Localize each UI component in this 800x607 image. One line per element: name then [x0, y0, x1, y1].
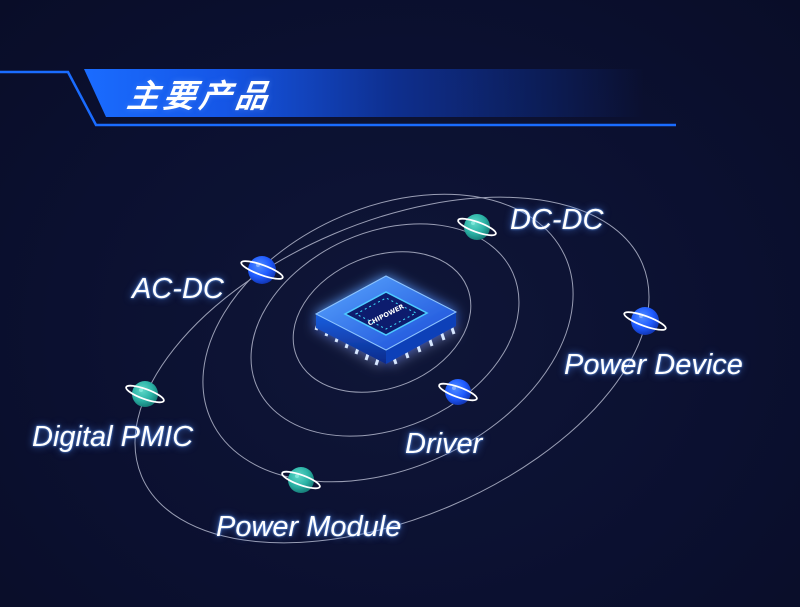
product-label-dc-dc: DC-DC — [510, 204, 604, 236]
product-label-digital-pmic: Digital PMIC — [32, 421, 194, 453]
header-frame-line — [0, 70, 676, 127]
product-label-driver: Driver — [405, 428, 483, 460]
planet-icon — [240, 256, 284, 284]
product-label-power-module: Power Module — [216, 511, 402, 543]
product-label-power-device: Power Device — [564, 349, 743, 381]
title-banner — [84, 69, 644, 117]
planet-icon — [623, 307, 667, 335]
planet-icon — [457, 214, 497, 240]
orbit-ring-outer — [134, 196, 650, 544]
planet-icon — [438, 379, 478, 405]
planet-icon — [125, 381, 165, 407]
product-label-ac-dc: AC-DC — [132, 273, 224, 305]
chip-icon: CHIPOWER — [314, 275, 458, 366]
orbit-ring-3 — [202, 193, 574, 483]
orbit-ring-inner — [292, 251, 472, 393]
orbit-ring-2 — [250, 223, 520, 437]
orbit-rings — [134, 193, 650, 544]
planet-icon — [281, 467, 321, 493]
